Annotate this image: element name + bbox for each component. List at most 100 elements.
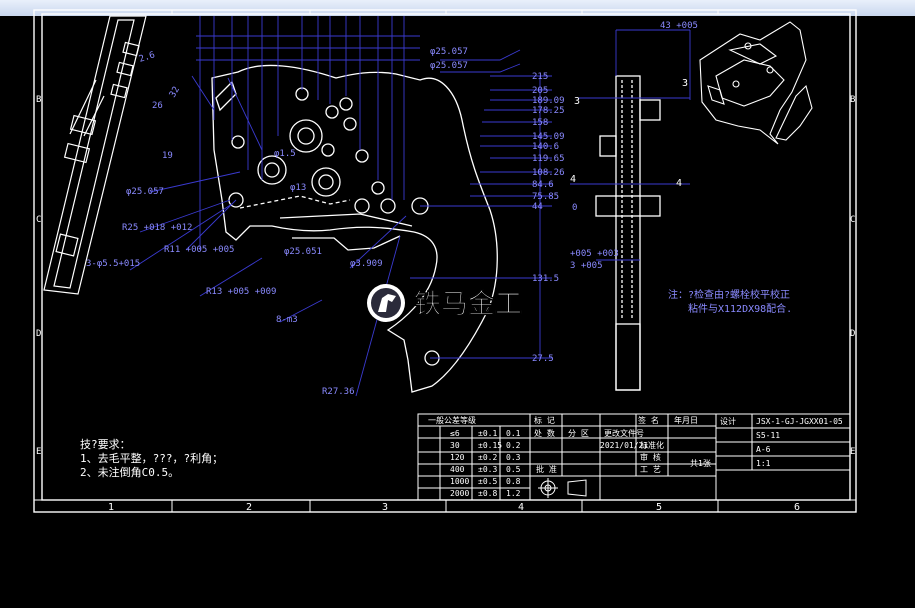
dimension-label: 108.26 bbox=[532, 168, 565, 178]
title-block-texts: 一般公差等级 标 记 处 数 分 区 更改文件号 签 名 年月日 2021/01… bbox=[428, 415, 843, 474]
dim-19: 19 bbox=[162, 151, 173, 161]
dim-side-43: 43 +005 bbox=[660, 21, 698, 31]
tolerance-cell: ±0.2 bbox=[478, 453, 497, 462]
note-line-1: 注：?检查由?螺栓校平校正 bbox=[668, 288, 790, 301]
dimension-label: 0 bbox=[572, 203, 577, 213]
dim-r13: R13 +005 +009 bbox=[206, 287, 276, 297]
tb-tolerance-header: 一般公差等级 bbox=[428, 415, 476, 425]
dim-phi25-a: φ25.057 bbox=[126, 187, 164, 197]
tb-change-no: 更改文件号 bbox=[604, 428, 644, 438]
rotated-part-view bbox=[43, 15, 147, 295]
tolerance-cell: ±0.5 bbox=[478, 477, 497, 486]
tech-requirements-item-2: 2、未注倒角C0.5。 bbox=[80, 465, 179, 479]
frame-row-label: E bbox=[36, 447, 41, 457]
dimension-label: 84.6 bbox=[532, 180, 554, 190]
frame-row-label: C bbox=[36, 215, 41, 225]
dimension-label: 158 bbox=[532, 118, 548, 128]
tolerance-cell: 1.2 bbox=[506, 489, 521, 498]
side-dimension-texts: 43 +005 +005 +003 3 +005 bbox=[570, 21, 698, 271]
frame-column-label: 2 bbox=[246, 502, 252, 513]
frame-row-label: B bbox=[850, 95, 855, 105]
dim-phi25-b: φ25.051 bbox=[284, 247, 322, 257]
tolerance-cell: 0.5 bbox=[506, 465, 521, 474]
section-label-a-right: 3 bbox=[682, 78, 688, 89]
side-view-dimensions bbox=[570, 29, 691, 261]
dimension-texts-left: 2.6 26 32 19 φ25.057 R25 +018 +012 R11 +… bbox=[86, 47, 468, 397]
watermark-text: 铁马金工 bbox=[414, 288, 522, 320]
dim-26: 26 bbox=[152, 101, 163, 111]
section-labels: 3 3 4 4 bbox=[570, 78, 688, 189]
tolerance-cell: 0.2 bbox=[506, 441, 521, 450]
dimension-label: 75.85 bbox=[532, 192, 559, 202]
dimension-label: 119.65 bbox=[532, 154, 565, 164]
tolerance-cell: 2000 bbox=[450, 489, 469, 498]
frame-row-label: D bbox=[36, 329, 41, 339]
section-label-b-right: 4 bbox=[676, 178, 682, 189]
dimension-label: 27.5 bbox=[532, 354, 554, 364]
frame-column-label: 5 bbox=[656, 502, 662, 513]
tb-row-review: 审 核 bbox=[640, 452, 661, 462]
isometric-view bbox=[699, 21, 813, 145]
dimension-label: 205 bbox=[532, 86, 548, 96]
dim-phi1-5: φ1.5 bbox=[274, 149, 296, 159]
dimension-texts-right: 215205189.09178.25158145.09140.6119.6510… bbox=[532, 72, 577, 364]
frame-column-label: 3 bbox=[382, 502, 388, 513]
tolerance-cell: ±0.15 bbox=[478, 441, 502, 450]
tolerance-cell: ±0.8 bbox=[478, 489, 497, 498]
tb-material: A-6 bbox=[756, 445, 771, 454]
frame-row-label: E bbox=[850, 447, 855, 457]
dimension-label: 140.6 bbox=[532, 142, 559, 152]
dimension-label: 131.5 bbox=[532, 274, 559, 284]
tolerance-cell: 120 bbox=[450, 453, 465, 462]
tb-mark: 标 记 bbox=[534, 415, 555, 425]
dim-top-phi25-a: φ25.057 bbox=[430, 47, 468, 57]
dimension-label: 215 bbox=[532, 72, 548, 82]
tolerance-table: ≤6 ±0.1 0.1 30 ±0.15 0.2 120 ±0.2 0.3 400 ±0.3 0.5 1… bbox=[450, 429, 521, 498]
dim-2-6: 2.6 bbox=[138, 50, 157, 65]
tech-requirements-item-1: 1、去毛平整，???，?利角； bbox=[80, 451, 223, 465]
tb-row-standard: 标准化 bbox=[640, 440, 664, 450]
tolerance-cell: ±0.3 bbox=[478, 465, 497, 474]
main-front-view bbox=[211, 64, 498, 393]
frame-column-label: 1 bbox=[108, 502, 114, 513]
tb-code: JSX-1-GJ-JGXX01-05 bbox=[756, 417, 843, 426]
tech-requirements: 技?要求： 1、去毛平整，???，?利角； 2、未注倒角C0.5。 bbox=[80, 438, 223, 479]
watermark: 铁马金工 bbox=[367, 284, 522, 322]
side-view bbox=[595, 75, 661, 391]
frame-column-label: 6 bbox=[794, 502, 800, 513]
dimension-label: 44 bbox=[532, 202, 543, 212]
frame-row-label: C bbox=[850, 215, 855, 225]
section-label-b-left: 4 bbox=[570, 174, 576, 185]
tb-designer: 设计 bbox=[720, 416, 736, 426]
dim-8-m3: 8-m3 bbox=[276, 315, 298, 325]
frame-row-label: B bbox=[36, 95, 41, 105]
tolerance-cell: 0.1 bbox=[506, 429, 521, 438]
viewer-title-bar bbox=[0, 0, 915, 16]
tolerance-cell: ±0.1 bbox=[478, 429, 497, 438]
tolerance-cell: 400 bbox=[450, 465, 465, 474]
frame-column-label: 4 bbox=[518, 502, 524, 513]
tb-scale: 1:1 bbox=[756, 459, 771, 468]
dimension-label: 189.09 bbox=[532, 96, 565, 106]
dim-top-phi25-b: φ25.057 bbox=[430, 61, 468, 71]
note-block: 注：?检查由?螺栓校平校正 粘件与X112DX98配合. bbox=[668, 288, 792, 315]
tb-sign: 签 名 bbox=[638, 415, 659, 425]
dimension-label: 145.09 bbox=[532, 132, 565, 142]
dim-r11: R11 +005 +005 bbox=[164, 245, 234, 255]
dimension-lines bbox=[129, 16, 552, 397]
tb-row-approve: 批 准 bbox=[536, 464, 557, 474]
tb-part-name: S5-11 bbox=[756, 431, 780, 440]
tolerance-cell: 0.3 bbox=[506, 453, 521, 462]
dim-r25: R25 +018 +012 bbox=[122, 223, 192, 233]
dim-r27: R27.36 bbox=[322, 387, 355, 397]
dim-32: 32 bbox=[168, 85, 182, 99]
tb-sheet: 共1张 bbox=[690, 459, 711, 468]
tolerance-cell: 30 bbox=[450, 441, 460, 450]
tolerance-cell: 1000 bbox=[450, 477, 469, 486]
tech-requirements-title: 技?要求： bbox=[80, 438, 131, 451]
dim-side-b: +005 +003 bbox=[570, 249, 619, 259]
tolerance-cell: ≤6 bbox=[450, 429, 460, 438]
frame-row-label: D bbox=[850, 329, 855, 339]
section-label-a-left: 3 bbox=[574, 96, 580, 107]
